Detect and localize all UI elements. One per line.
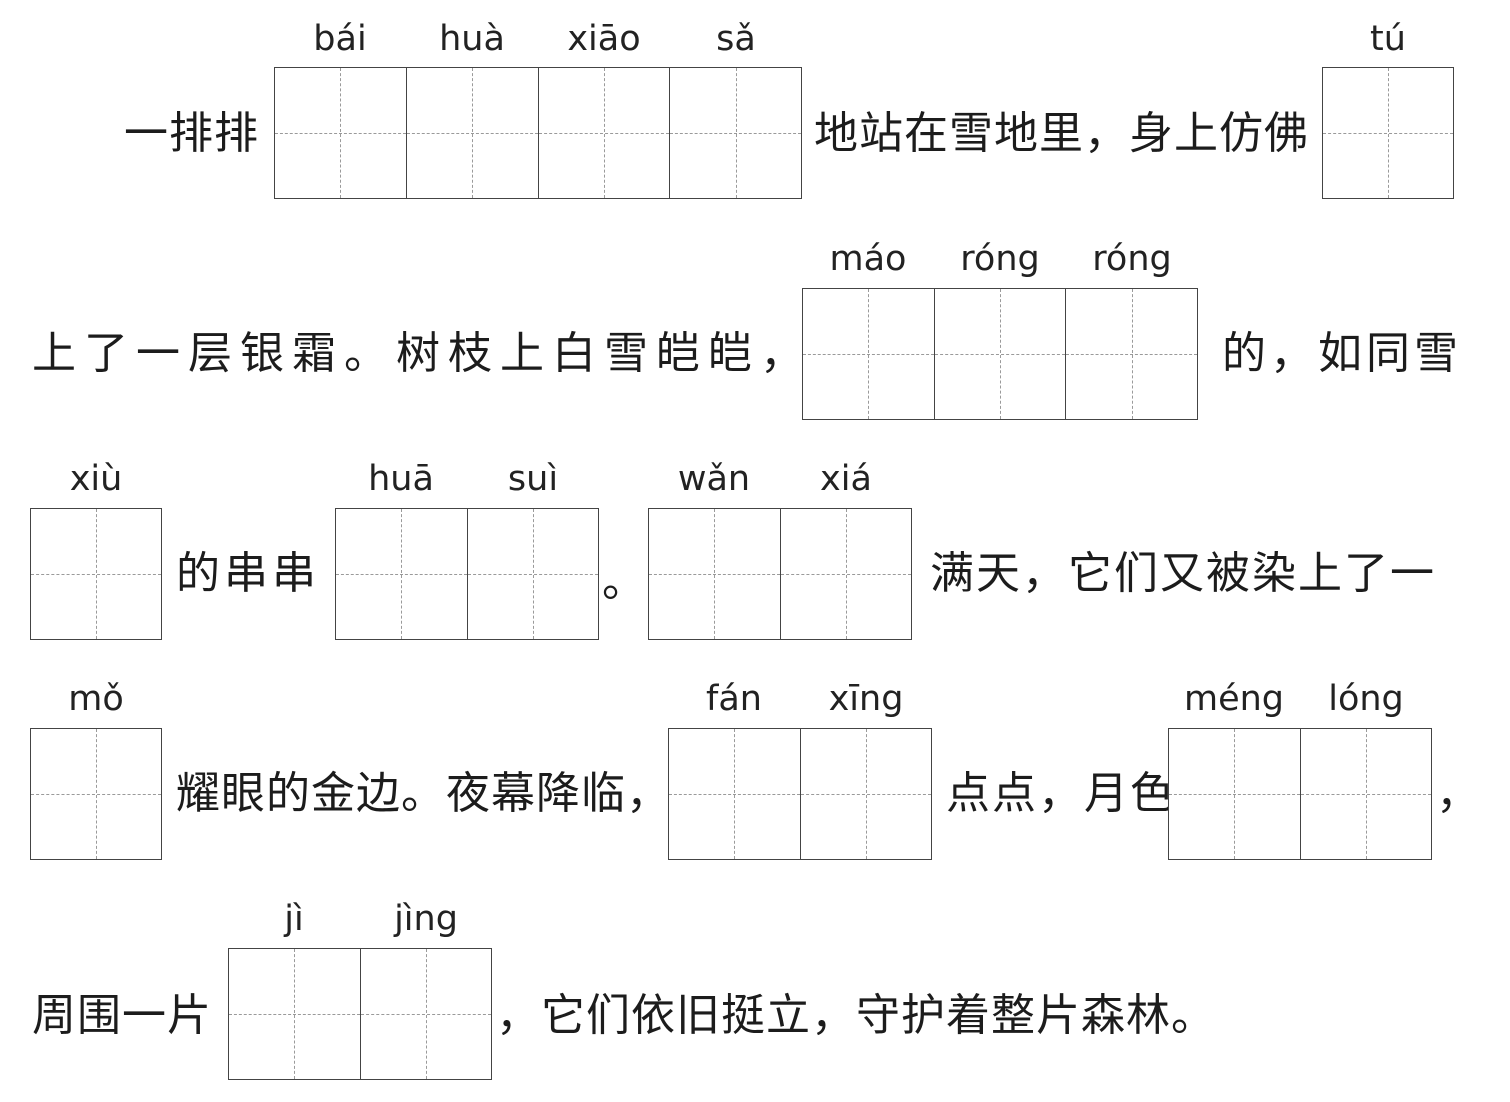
pinyin-label: huà — [439, 19, 505, 59]
passage-text: 地站在雪地里，身上仿佛 — [814, 108, 1309, 159]
pinyin-label: fán — [706, 679, 762, 719]
pinyin-label: lóng — [1328, 679, 1404, 719]
pinyin-label: jìng — [394, 899, 458, 939]
pinyin-label: huā — [368, 459, 434, 499]
answer-cell[interactable] — [1065, 289, 1197, 419]
answer-cell[interactable] — [779, 509, 912, 639]
passage-text: 一排排 — [124, 108, 259, 159]
passage-text: 上了一层银霜。树枝上白雪皑皑， — [32, 328, 812, 379]
answer-cell[interactable] — [1169, 729, 1300, 859]
answer-cell[interactable] — [799, 729, 932, 859]
pinyin-label: róng — [960, 239, 1040, 279]
answer-box-group[interactable] — [228, 948, 492, 1080]
answer-cell[interactable] — [359, 949, 492, 1079]
answer-cell[interactable] — [1299, 729, 1432, 859]
answer-box-group[interactable] — [30, 728, 162, 860]
passage-text: 的，如同雪 — [1222, 328, 1462, 379]
answer-cell[interactable] — [229, 949, 360, 1079]
answer-box-group[interactable] — [274, 67, 802, 199]
answer-cell[interactable] — [669, 729, 800, 859]
answer-cell[interactable] — [1323, 68, 1453, 198]
passage-text: 满天，它们又被染上了一 — [930, 548, 1436, 599]
pinyin-label: méng — [1183, 679, 1285, 719]
answer-cell[interactable] — [336, 509, 467, 639]
answer-box-group[interactable] — [802, 288, 1198, 420]
passage-text: 点点，月色 — [946, 768, 1176, 819]
pinyin-label: máo — [829, 239, 907, 279]
pinyin-label: xiá — [820, 459, 872, 499]
answer-box-group[interactable] — [1322, 67, 1454, 199]
passage-text: ， — [1436, 768, 1481, 819]
pinyin-label: jì — [284, 899, 304, 939]
answer-cell[interactable] — [31, 509, 161, 639]
answer-box-group[interactable] — [668, 728, 932, 860]
answer-cell[interactable] — [31, 729, 161, 859]
answer-box-group[interactable] — [335, 508, 599, 640]
pinyin-label: róng — [1092, 239, 1172, 279]
passage-text: ，它们依旧挺立，守护着整片森林。 — [496, 990, 1216, 1041]
pinyin-label: mǒ — [68, 679, 124, 719]
answer-cell[interactable] — [933, 289, 1066, 419]
passage-text: 的串串 — [176, 548, 320, 599]
answer-cell[interactable] — [466, 509, 599, 639]
pinyin-label: xīng — [828, 679, 904, 719]
answer-cell[interactable] — [405, 68, 538, 198]
passage-text: 耀眼的金边。夜幕降临， — [176, 768, 671, 819]
pinyin-label: sǎ — [716, 19, 756, 59]
pinyin-label: xiāo — [567, 19, 641, 59]
pinyin-label: tú — [1370, 19, 1406, 59]
answer-box-group[interactable] — [648, 508, 912, 640]
pinyin-label: xiù — [69, 459, 123, 499]
answer-cell[interactable] — [649, 509, 780, 639]
passage-text: 周围一片 — [32, 990, 212, 1041]
answer-cell[interactable] — [537, 68, 670, 198]
pinyin-label: bái — [313, 19, 367, 59]
answer-box-group[interactable] — [1168, 728, 1432, 860]
answer-cell[interactable] — [275, 68, 406, 198]
answer-cell[interactable] — [803, 289, 934, 419]
pinyin-label: wǎn — [677, 459, 751, 499]
answer-cell[interactable] — [669, 68, 801, 198]
answer-box-group[interactable] — [30, 508, 162, 640]
passage-text: 。 — [602, 556, 647, 607]
pinyin-label: suì — [507, 459, 559, 499]
